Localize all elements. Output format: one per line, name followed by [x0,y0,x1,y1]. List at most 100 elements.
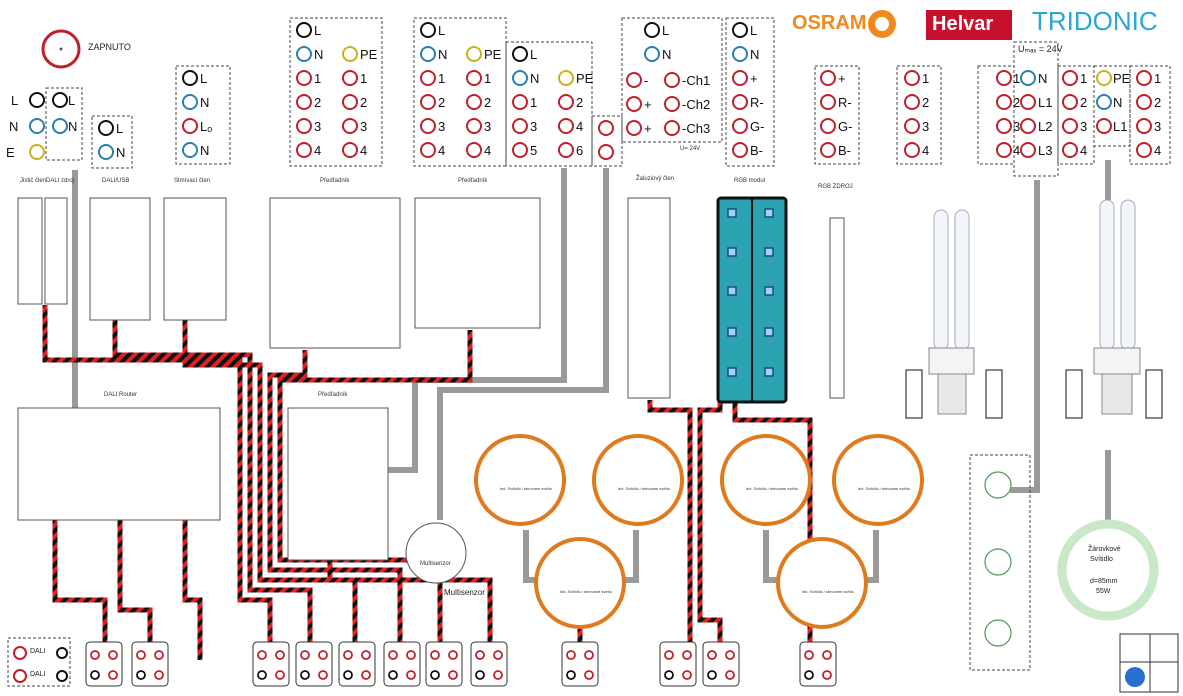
term-he-3: 3 [1013,119,1021,134]
term-tri-l1: L1 [1038,95,1053,110]
term-p2-2b: 2 [484,95,492,110]
term-stm-l: L [200,71,208,86]
module-label-rgb-zdroj: RGB ZDROJ [818,184,853,190]
term-tri-n: N [1038,71,1048,86]
term-he-1: 1 [1013,71,1021,86]
term-p1-1b: 1 [360,71,368,86]
orange-ring-lamps[interactable] [474,434,924,629]
term-z-ch2: -Ch2 [682,97,711,112]
bottom-switches[interactable] [85,641,837,687]
term-rz-g: G- [838,119,853,134]
term-tri4-4: 4 [1154,143,1162,158]
term-z-ch3: -Ch3 [682,121,711,136]
module-label-dali-router: DALI Router [104,392,138,398]
term-p2-3a: 3 [438,119,446,134]
module-label-zaluziovy: Žaluziový člen [636,176,675,182]
circular-lamp-line4: 55W [1096,588,1111,595]
term-z-plus2: + [644,121,652,136]
module-label-stmivaci: Stmívací člen [174,178,211,184]
term-p1-4a: 4 [314,143,322,158]
term-p3-4: 4 [576,119,584,134]
term-p1-4b: 4 [360,143,368,158]
term-tri2-3: 3 [1080,119,1088,134]
term-p3-6: 6 [576,143,584,158]
panel-sensors[interactable] [984,471,1012,647]
dali-bottom-label-1: DALI [30,648,46,655]
module-label-dali-zdroj: DALI zdroj [46,178,75,184]
osram-logo-mark [868,10,896,38]
module-label-dali-usb: DALI/USB [102,178,130,184]
module-label-jistic: Jistič člen [20,178,47,184]
term-p1-3b: 3 [360,119,368,134]
term-p2-1a: 1 [438,71,446,86]
term-he-2: 2 [1013,95,1021,110]
helvar-logo: Helvar [932,13,994,35]
power-indicator[interactable] [41,29,81,69]
dali-bottom-label-2: DALI [30,671,46,678]
ring-text-4: led. Svítidlo / stmívané světlo [746,486,798,491]
term-rz-plus: + [838,71,846,86]
ring-text-6: led. Svítidlo / stmívané světlo [802,589,854,594]
term-rgb-n: N [750,47,760,62]
term-tri2-2: 2 [1080,95,1088,110]
term-z-plus1: + [644,97,652,112]
ring-text-2: led. Svítidlo / stmívané světlo [618,486,670,491]
university-logo [1119,633,1179,693]
term-tri3-n: N [1113,95,1123,110]
multisensor[interactable] [405,522,467,584]
term-os-1: 1 [922,71,930,86]
circular-lamp[interactable] [1057,519,1159,621]
rgb-leds [727,208,774,377]
term-stm-lo: Lₒ [200,119,213,134]
term-rgb-l: L [750,23,758,38]
term-tri3-pe: PE [1113,71,1131,86]
term-p3-1: 1 [530,95,538,110]
term-tri-l3: L3 [1038,143,1053,158]
switch-contacts [90,650,832,680]
module-label-predradnik-2: Předřadník [458,178,488,184]
module-label-rgb-modul: RGB modul [734,178,766,184]
circular-lamp-line2: Svítidlo [1090,556,1113,563]
multisensor-label: Multisenzor [444,588,485,597]
term-stm-n2: N [200,143,210,158]
term-z-ch1: -Ch1 [682,73,711,88]
term-n-left: N [9,119,19,134]
circular-lamp-line1: Žárovkové [1088,546,1121,553]
term-rz-b: B- [838,143,851,158]
term-p3-n: N [530,71,540,86]
terminal-circles[interactable] [13,22,1152,683]
zaluzie-voltage-note: U= 24V [680,146,701,152]
module-boxes [17,197,845,561]
term-p2-4b: 4 [484,143,492,158]
tridonic-logo: TRIDONIC [1032,6,1158,36]
cfl-lamp-left [905,209,1003,419]
term-tri4-1: 1 [1154,71,1162,86]
circular-lamp-line3: d=85mm [1090,578,1118,585]
term-dali-n: N [116,145,126,160]
power-label: ZAPNUTO [88,42,131,52]
osram-logo: OSRAM [792,12,867,34]
term-tri2-4: 4 [1080,143,1088,158]
term-stm-n: N [200,95,210,110]
module-label-predradnik-1: Předřadník [320,178,350,184]
term-l-left: L [11,93,19,108]
term-e-left: E [6,145,15,160]
term-rz-r: R- [838,95,852,110]
term-p1-2b: 2 [360,95,368,110]
helvar-logo-box [926,10,1012,40]
term-tri4-2: 2 [1154,95,1162,110]
cfl-lamp-right [1065,199,1163,419]
terminal-groups [7,17,1171,687]
ring-text-5: led. Svítidlo / stmívané světlo [858,486,910,491]
term-p2-pe: PE [484,47,502,62]
term-p1-pe: PE [360,47,378,62]
term-p2-1b: 1 [484,71,492,86]
term-p3-5: 5 [530,143,538,158]
term-dali-l: L [116,121,124,136]
term-he-4: 4 [1013,143,1021,158]
term-p2-2a: 2 [438,95,446,110]
term-p3-3: 3 [530,119,538,134]
term-p3-pe: PE [576,71,594,86]
term-p3-l: L [530,47,538,62]
